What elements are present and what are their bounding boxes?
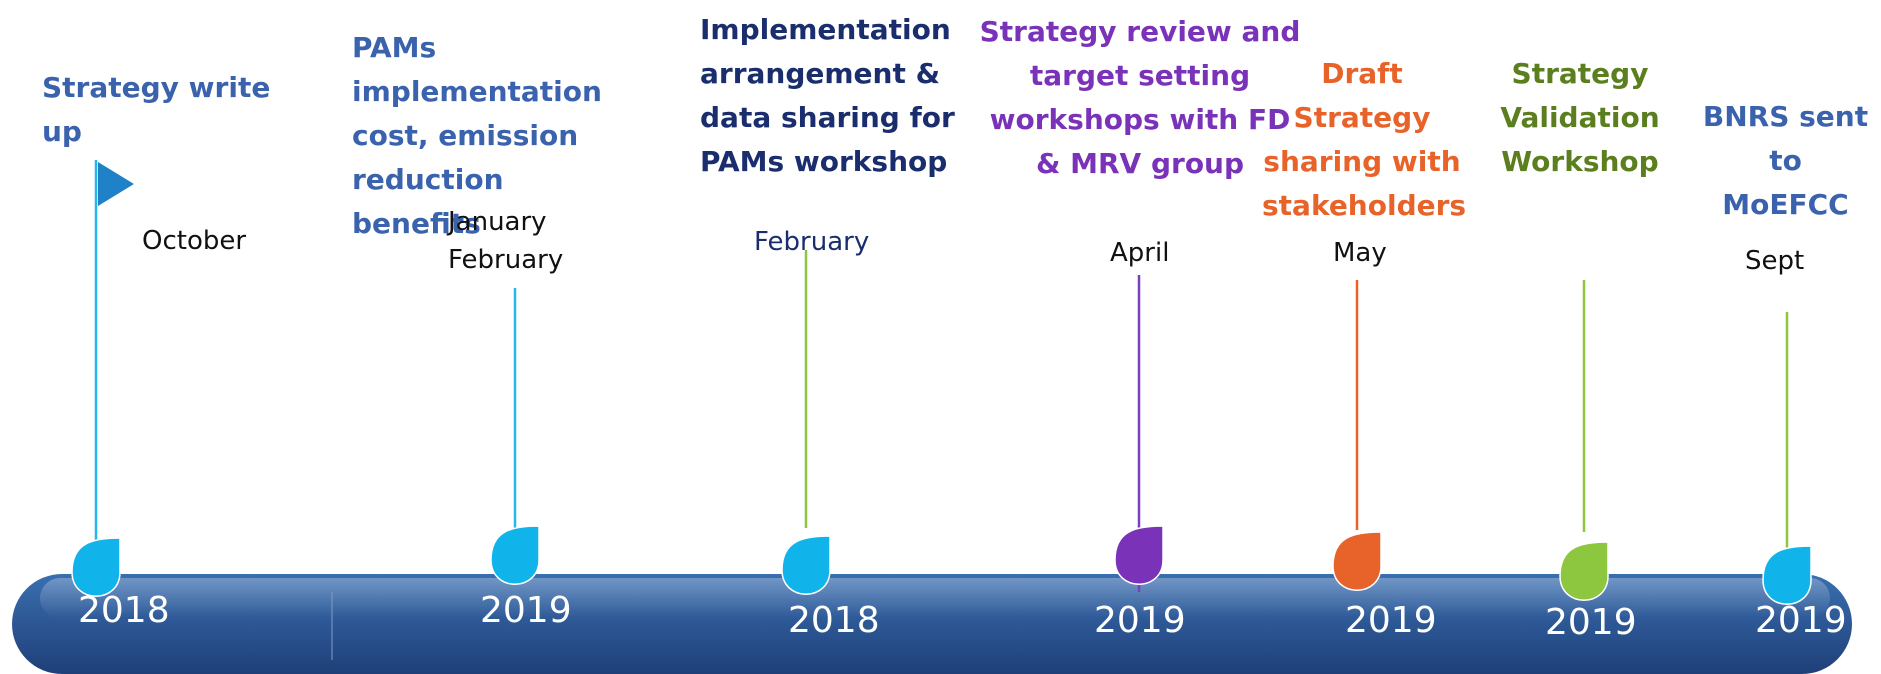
- milestone-month-line: Sept: [1745, 246, 1805, 276]
- milestone-marker-icon: [1114, 525, 1164, 585]
- milestone-month-line: February: [754, 227, 870, 257]
- milestone-title-line: target setting: [1029, 59, 1251, 92]
- milestone-month-line: February: [448, 245, 564, 275]
- milestone-title-line: implementation: [352, 75, 602, 108]
- milestone-title-line: Strategy: [1511, 57, 1649, 90]
- milestone-title-line: cost, emission: [352, 119, 579, 152]
- milestone-title: BNRS sent to MoEFCC: [1690, 95, 1881, 227]
- milestone-title-line: MoEFCC: [1722, 188, 1849, 221]
- milestone-title-line: reduction benefits: [352, 163, 504, 240]
- milestone-title: PAMs implementation cost, emission reductio…: [352, 26, 642, 246]
- milestone-title-line: PAMs workshop: [700, 145, 948, 178]
- milestone-year: 2018: [788, 600, 880, 641]
- milestone-title: Strategy write up: [42, 66, 342, 154]
- milestone-month-line: January: [448, 207, 547, 237]
- milestone-title-line: sharing with: [1263, 145, 1461, 178]
- milestone-month: April: [1110, 234, 1169, 272]
- start-flag-icon: [98, 162, 134, 206]
- timeline-bar-highlight: [40, 578, 1830, 618]
- milestone-marker-icon: [1762, 545, 1812, 605]
- milestone-marker-icon: [490, 525, 540, 585]
- milestone-month-line: October: [142, 226, 247, 256]
- milestone-title-line: up: [42, 115, 82, 148]
- milestone-year: 2019: [1755, 600, 1847, 641]
- milestone-title-line: Implementation: [700, 13, 951, 46]
- milestone-month: May: [1333, 234, 1387, 272]
- milestone-month: October: [142, 222, 246, 260]
- milestone-title-line: Validation: [1500, 101, 1660, 134]
- milestone-year: 2018: [78, 590, 170, 631]
- milestone-title-line: workshops with FD: [989, 103, 1291, 136]
- milestone-year: 2019: [1345, 600, 1437, 641]
- milestone-title-line: Strategy review and: [979, 15, 1301, 48]
- milestone-marker-icon: [1332, 531, 1382, 591]
- milestone-title-line: BNRS sent to: [1702, 100, 1869, 177]
- milestone-year: 2019: [1094, 600, 1186, 641]
- milestone-month-line: April: [1110, 238, 1170, 268]
- milestone-year: 2019: [1545, 602, 1637, 643]
- milestone-title-line: Strategy write: [42, 71, 271, 104]
- milestone-month-line: May: [1333, 238, 1387, 268]
- milestone-title: Strategy review and target setting worksho…: [975, 10, 1305, 186]
- milestone-month: February: [754, 223, 869, 261]
- milestone-month: Sept: [1745, 242, 1804, 280]
- milestone-marker-icon: [781, 535, 831, 595]
- milestone-year: 2019: [480, 590, 572, 631]
- milestone-title-line: Workshop: [1501, 145, 1659, 178]
- milestone-title-line: & MRV group: [1035, 147, 1245, 180]
- milestone-title: Draft Strategy sharing with stakeholders: [1262, 52, 1467, 228]
- milestone-title-line: stakeholders: [1262, 189, 1467, 222]
- milestone-title-line: Draft Strategy: [1293, 57, 1431, 134]
- milestone-title-line: PAMs: [352, 31, 437, 64]
- milestone-title: Implementation arrangement & data sharing …: [700, 8, 970, 184]
- milestone-title-line: arrangement &: [700, 57, 941, 90]
- milestone-title-line: data sharing for: [700, 101, 955, 134]
- milestone-marker-icon: [1559, 541, 1609, 601]
- milestone-marker-icon: [71, 537, 121, 597]
